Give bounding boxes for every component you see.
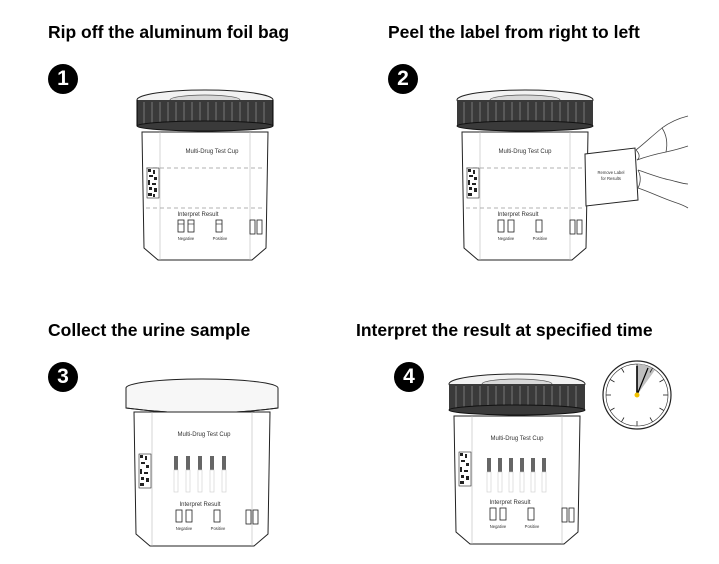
step-4-result-label: Interpret Result <box>489 500 530 506</box>
test-strips <box>174 456 226 470</box>
step-1-badge: 1 <box>48 64 78 94</box>
step-1-title: Rip off the aluminum foil bag <box>48 22 290 42</box>
peel-label-line1: Remove Label <box>597 170 624 175</box>
step-1-cup-label: Multi-Drug Test Cup <box>186 149 240 155</box>
step-1-result-label: Interpret Result <box>177 212 218 218</box>
step-4-negative-label: Negative <box>490 524 507 529</box>
peel-label <box>584 147 639 207</box>
qr-code-icon <box>466 167 480 199</box>
step-4-badge: 4 <box>394 362 424 392</box>
test-cup-icon: Multi-Drug Test Cup Interpret Result Neg… <box>456 89 594 261</box>
step-2-result-label: Interpret Result <box>497 212 538 218</box>
step-1-negative-label: Negative <box>178 236 195 241</box>
qr-code-icon <box>138 453 152 489</box>
step-2-negative-label: Negative <box>498 236 515 241</box>
step-4-title: Interpret the result at specified time <box>356 320 653 340</box>
step-4-positive-label: Positive <box>525 524 540 529</box>
step-2-badge: 2 <box>388 64 418 94</box>
step-3-positive-label: Positive <box>211 526 226 531</box>
step-1-cup-illustration: Multi-Drug Test Cup Interpret Result Neg… <box>136 89 274 261</box>
test-cup-icon: Multi-Drug Test Cup Interpret Result Neg… <box>448 373 586 545</box>
clock-icon <box>602 360 672 430</box>
step-4-cup-illustration: Multi-Drug Test Cup Interpret Result Neg… <box>448 373 586 545</box>
step-2-cup-label: Multi-Drug Test Cup <box>499 149 553 155</box>
step-2-positive-label: Positive <box>533 236 548 241</box>
step-3-badge: 3 <box>48 362 78 392</box>
peel-label-line2: for Results <box>601 176 621 181</box>
test-cup-icon: Multi-Drug Test Cup Interpret Result Neg… <box>136 89 274 261</box>
test-cup-icon: Multi-Drug Test Cup Interpret Result Neg… <box>125 378 279 547</box>
step-3-cup-illustration: Multi-Drug Test Cup Interpret Result Neg… <box>125 378 279 547</box>
test-strips <box>487 458 546 472</box>
qr-code-icon <box>458 451 472 487</box>
step-3-result-label: Interpret Result <box>179 502 220 508</box>
hand-icon <box>635 115 689 209</box>
qr-code-icon <box>146 167 160 199</box>
step-2-title: Peel the label from right to left <box>388 22 640 42</box>
step-3-cup-label: Multi-Drug Test Cup <box>178 432 232 438</box>
step-4-cup-label: Multi-Drug Test Cup <box>491 436 545 442</box>
step-3-negative-label: Negative <box>176 526 193 531</box>
step-2-cup-illustration: Multi-Drug Test Cup Interpret Result Neg… <box>456 89 689 261</box>
step-3-title: Collect the urine sample <box>48 320 251 340</box>
step-1-positive-label: Positive <box>213 236 228 241</box>
